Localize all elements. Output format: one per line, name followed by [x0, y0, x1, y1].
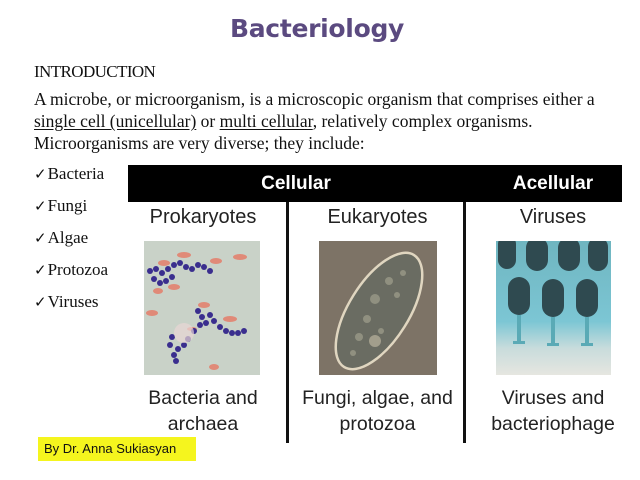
column-caption-prokaryotes: Bacteria and archaea [128, 385, 278, 437]
list-item: ✓Bacteria [34, 164, 108, 196]
checkmark-icon: ✓ [34, 165, 47, 183]
list-item-label: Protozoa [47, 260, 109, 279]
slide-title: Bacteriology [229, 14, 405, 43]
paragraph-text: or [196, 111, 220, 131]
header-cellular: Cellular [261, 173, 331, 194]
intro-paragraph: A microbe, or microorganism, is a micros… [34, 88, 634, 154]
checkmark-icon: ✓ [34, 261, 47, 279]
caption-line: protozoa [339, 413, 416, 435]
list-item: ✓Viruses [34, 292, 108, 324]
list-item-label: Algae [47, 228, 89, 247]
checkmark-icon: ✓ [34, 293, 47, 311]
microorganism-list: ✓Bacteria ✓Fungi ✓Algae ✓Protozoa ✓Virus… [34, 164, 108, 324]
column-heading-eukaryotes: Eukaryotes [327, 206, 428, 228]
list-item-label: Bacteria [47, 164, 105, 183]
section-heading: INTRODUCTION [34, 62, 156, 81]
column-caption-eukaryotes: Fungi, algae, and protozoa [295, 385, 460, 437]
author-credit: By Dr. Anna Sukiasyan [38, 437, 196, 461]
term-unicellular: single cell (unicellular) [34, 111, 197, 131]
column-divider [463, 202, 466, 443]
column-heading-prokaryotes: Prokaryotes [149, 206, 257, 228]
classification-header-bar: Cellular Acellular [128, 165, 622, 202]
list-item: ✓Fungi [34, 196, 108, 228]
list-item: ✓Protozoa [34, 260, 108, 292]
column-heading-viruses: Viruses [519, 206, 587, 228]
bacteria-micrograph-image [144, 241, 260, 375]
list-item-label: Viruses [47, 292, 99, 311]
caption-line: bacteriophage [491, 413, 615, 435]
list-item: ✓Algae [34, 228, 108, 260]
list-item-label: Fungi [47, 196, 88, 215]
caption-line: Fungi, algae, and [302, 387, 453, 409]
column-divider [286, 202, 289, 443]
paragraph-text: , relatively complex organisms. Microorg… [34, 111, 533, 153]
caption-line: Viruses and [501, 387, 605, 409]
caption-line: Bacteria and [148, 387, 258, 409]
checkmark-icon: ✓ [34, 229, 47, 247]
paragraph-text: A microbe, or microorganism, is a micros… [34, 89, 595, 109]
header-acellular: Acellular [512, 173, 594, 194]
checkmark-icon: ✓ [34, 197, 47, 215]
caption-line: archaea [167, 413, 239, 435]
bacteriophage-micrograph-image [496, 235, 611, 375]
column-caption-viruses: Viruses and bacteriophage [478, 385, 628, 437]
paramecium-micrograph-image [319, 241, 437, 375]
term-multicellular: multi cellular [219, 111, 313, 131]
